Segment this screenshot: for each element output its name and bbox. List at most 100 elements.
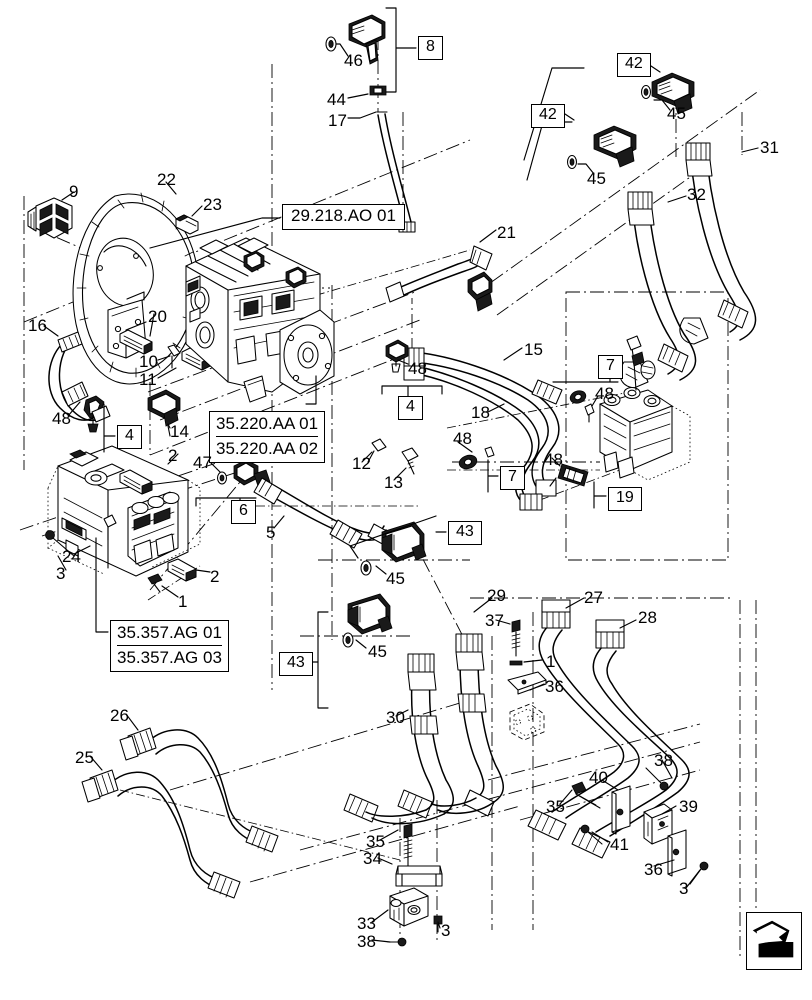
callout-35a[interactable]: 35 <box>546 797 565 816</box>
callout-15[interactable]: 15 <box>524 340 543 359</box>
callout-9[interactable]: 9 <box>69 182 79 201</box>
part-42-elbow-upper <box>651 72 695 115</box>
part-24-bolt <box>103 514 117 541</box>
callout-5[interactable]: 5 <box>266 523 276 542</box>
callout-22[interactable]: 22 <box>157 170 176 189</box>
part-47-oring <box>216 471 228 485</box>
part-03-bolt-right <box>689 861 709 885</box>
part-23-bolt <box>175 214 199 235</box>
callout-30[interactable]: 30 <box>386 708 405 727</box>
callout-28[interactable]: 28 <box>638 608 657 627</box>
ref-box-6[interactable]: 6 <box>231 500 256 524</box>
ref-box-19[interactable]: 19 <box>608 487 642 511</box>
part-33-manifold <box>389 887 429 927</box>
part-43-elbow-upper <box>381 521 427 563</box>
callout-20[interactable]: 20 <box>148 307 167 326</box>
callout-1b[interactable]: 1 <box>546 652 556 671</box>
callout-3a[interactable]: 3 <box>56 564 66 583</box>
part-44-clamp <box>369 85 387 96</box>
ref-box-43-lower[interactable]: 43 <box>279 652 313 676</box>
part-48-fitting-top <box>385 339 409 373</box>
part-43-elbow-lower <box>347 593 393 635</box>
part-03-bolt-left <box>45 530 75 557</box>
part-45-oring-upper <box>640 84 652 100</box>
ref-box-8[interactable]: 8 <box>418 36 443 60</box>
leader-lines <box>43 43 759 943</box>
section-ref-line: 35.357.AG 01 <box>117 623 222 642</box>
ref-box-4-center[interactable]: 4 <box>398 396 423 420</box>
section-box-29218[interactable]: 29.218.AO 01 <box>282 204 405 230</box>
ref-box-42-upper[interactable]: 42 <box>617 53 651 77</box>
callout-47[interactable]: 47 <box>193 453 212 472</box>
part-30-hose <box>343 653 454 825</box>
part-40-bracket <box>611 785 631 835</box>
callout-18[interactable]: 18 <box>471 403 490 422</box>
ref-box-label: 43 <box>287 654 305 671</box>
callout-14[interactable]: 14 <box>170 422 189 441</box>
part-39-clamp <box>643 803 673 845</box>
part-12-bolt <box>367 438 387 463</box>
callout-36a[interactable]: 36 <box>545 677 564 696</box>
callout-25[interactable]: 25 <box>75 748 94 767</box>
callout-11[interactable]: 11 <box>139 370 157 389</box>
callout-45b[interactable]: 45 <box>587 169 606 188</box>
section-box-35357[interactable]: 35.357.AG 01 35.357.AG 03 <box>110 620 229 673</box>
section-box-35220[interactable]: 35.220.AA 01 35.220.AA 02 <box>209 411 326 464</box>
callout-38b[interactable]: 38 <box>357 932 376 951</box>
ref-box-42-lower[interactable]: 42 <box>531 104 565 128</box>
ref-box-43-upper[interactable]: 43 <box>448 521 482 545</box>
callout-39[interactable]: 39 <box>679 797 698 816</box>
callout-35b[interactable]: 35 <box>366 832 385 851</box>
callout-24[interactable]: 24 <box>62 547 81 566</box>
callout-44[interactable]: 44 <box>327 90 346 109</box>
callout-41[interactable]: 41 <box>610 835 629 854</box>
callout-40[interactable]: 40 <box>589 768 608 787</box>
ref-box-7-lower[interactable]: 7 <box>500 466 525 490</box>
callout-38a[interactable]: 38 <box>654 751 673 770</box>
callout-12[interactable]: 12 <box>352 454 371 473</box>
ref-box-label: 6 <box>239 502 248 519</box>
callout-13[interactable]: 13 <box>384 473 403 492</box>
callout-45c[interactable]: 45 <box>386 569 405 588</box>
callout-17[interactable]: 17 <box>328 111 347 130</box>
callout-2b[interactable]: 2 <box>210 567 220 586</box>
callout-33[interactable]: 33 <box>357 914 376 933</box>
callout-3b[interactable]: 3 <box>679 879 689 898</box>
callout-23[interactable]: 23 <box>203 195 222 214</box>
part-01-washer <box>509 660 523 666</box>
callout-10[interactable]: 10 <box>139 352 158 371</box>
part-manifold-block <box>509 703 545 741</box>
part-41-bolt <box>580 824 603 845</box>
callout-48e[interactable]: 48 <box>544 450 563 469</box>
callout-2a[interactable]: 2 <box>168 446 178 465</box>
callout-26[interactable]: 26 <box>110 706 129 725</box>
callout-48b[interactable]: 48 <box>595 384 614 403</box>
part-14-elbow <box>147 389 181 437</box>
callout-46[interactable]: 46 <box>344 51 363 70</box>
ref-box-7-upper[interactable]: 7 <box>598 355 623 379</box>
ref-box-4-left[interactable]: 4 <box>117 425 142 449</box>
callout-1a[interactable]: 1 <box>178 592 188 611</box>
callout-36b[interactable]: 36 <box>644 860 663 879</box>
callout-16[interactable]: 16 <box>28 316 47 335</box>
callout-48d[interactable]: 48 <box>453 429 472 448</box>
section-ref-line: 35.357.AG 03 <box>117 645 222 668</box>
callout-31[interactable]: 31 <box>760 138 779 157</box>
callout-21[interactable]: 21 <box>497 223 516 242</box>
callout-32[interactable]: 32 <box>687 185 706 204</box>
part-48-fitting-left-7 <box>458 446 495 470</box>
part-32-hose <box>619 191 697 389</box>
callout-27[interactable]: 27 <box>584 588 603 607</box>
callout-48a[interactable]: 48 <box>408 359 427 378</box>
callout-48c[interactable]: 48 <box>52 409 71 428</box>
callout-34[interactable]: 34 <box>363 849 382 868</box>
callout-29[interactable]: 29 <box>487 586 506 605</box>
part-27-tube <box>527 599 640 841</box>
callout-45d[interactable]: 45 <box>368 642 387 661</box>
callout-3c[interactable]: 3 <box>441 921 451 940</box>
callout-37[interactable]: 37 <box>485 611 504 630</box>
part-38-bolt-right <box>645 767 669 791</box>
callout-45[interactable]: 45 <box>667 104 686 123</box>
part-38-bolt-bottom <box>387 937 407 947</box>
part-37-bolt <box>511 619 521 657</box>
